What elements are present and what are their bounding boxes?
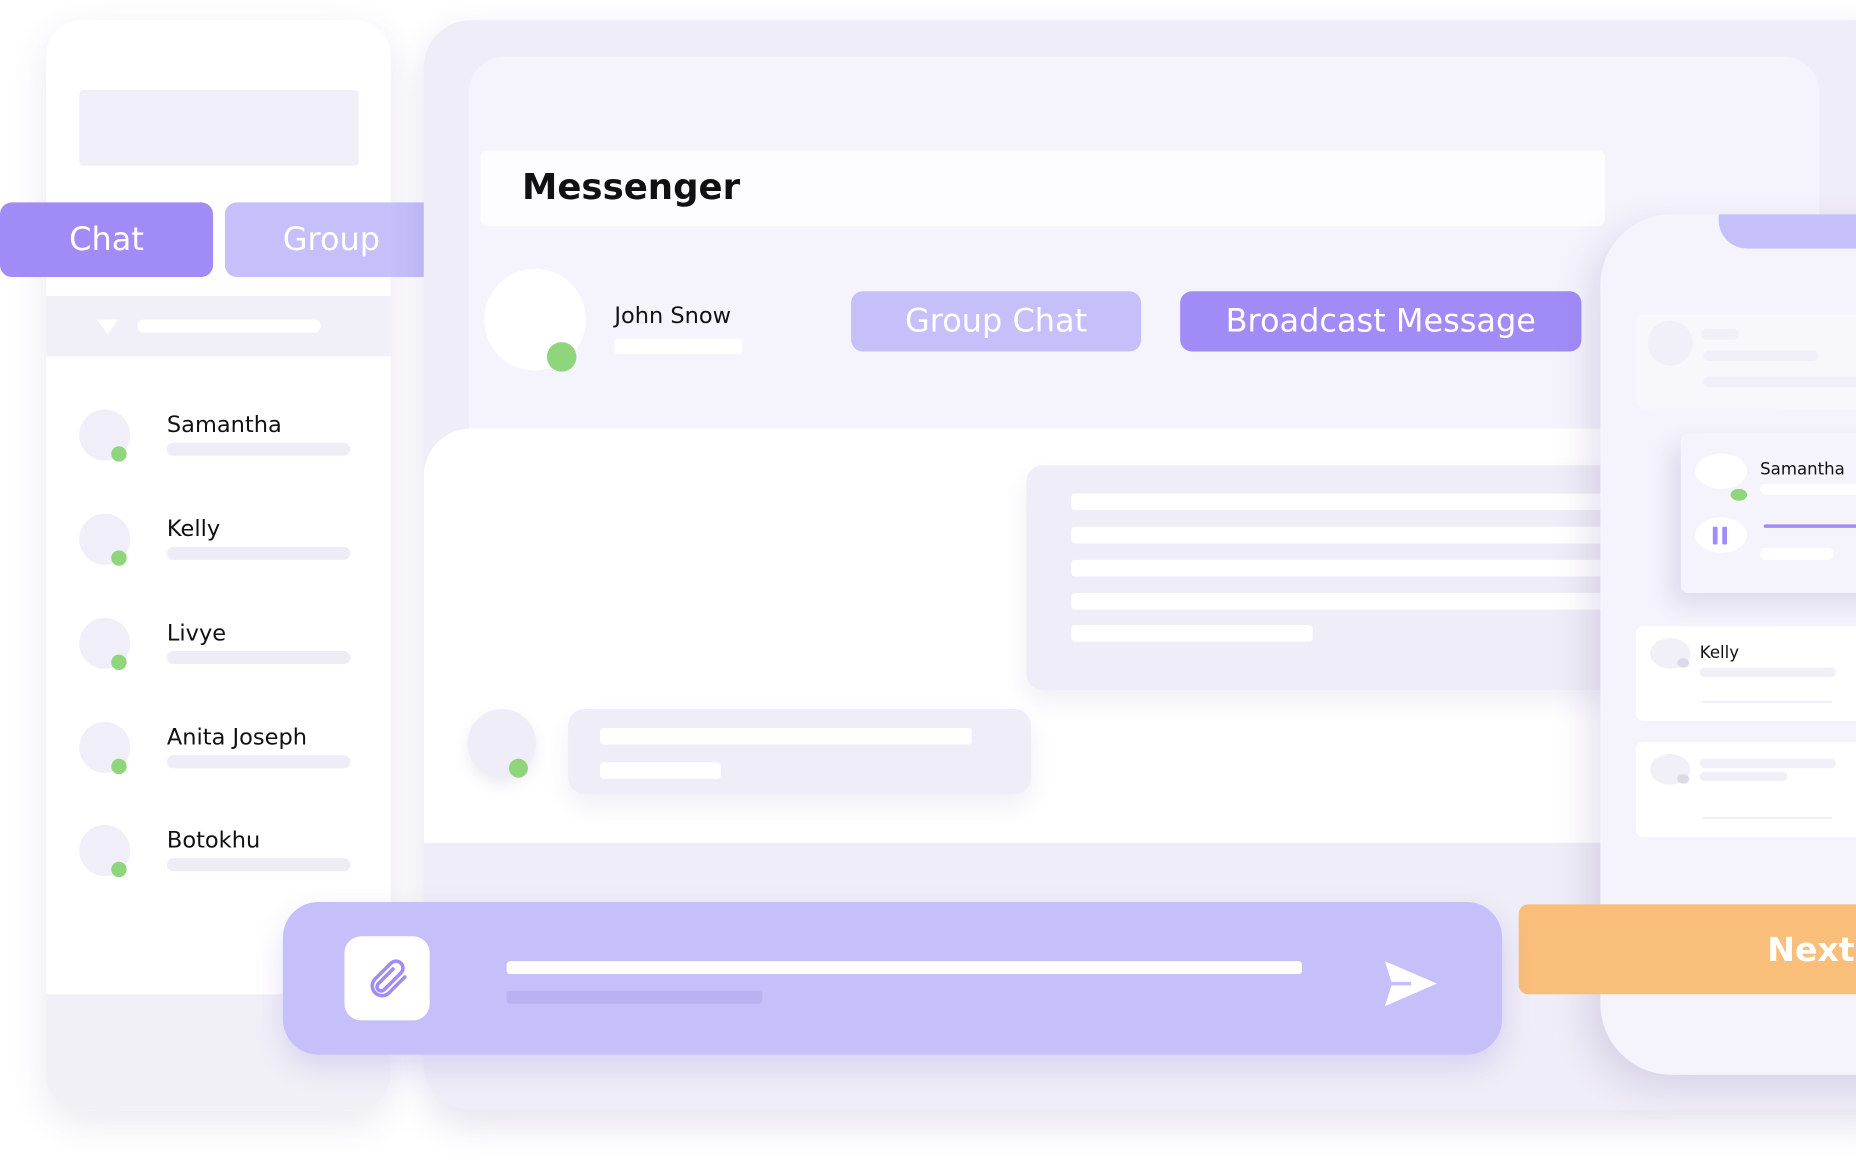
text-placeholder: [1703, 376, 1856, 388]
send-icon[interactable]: [1383, 959, 1440, 1009]
last-message-placeholder: [166, 858, 351, 872]
online-status-dot: [111, 654, 127, 670]
online-status-dot: [111, 446, 127, 462]
last-message-placeholder: [166, 442, 351, 456]
contact-name: Samantha: [166, 411, 282, 438]
contact-list-item[interactable]: Anita Joseph: [71, 713, 367, 784]
sidebar-panel: [46, 20, 391, 1111]
last-message-placeholder: [166, 755, 351, 769]
message-line: [1071, 593, 1616, 610]
contact-name: Kelly: [1699, 643, 1740, 663]
phone-card-placeholder: [1635, 742, 1856, 837]
text-placeholder: [1699, 667, 1836, 678]
avatar: [1695, 453, 1748, 489]
message-line: [600, 762, 721, 779]
contact-list-item[interactable]: Livye: [71, 608, 367, 679]
online-status-dot: [546, 342, 577, 372]
last-message-placeholder: [166, 546, 351, 560]
text-placeholder: [1700, 329, 1739, 340]
contact-name: Anita Joseph: [166, 724, 308, 751]
tab-chat[interactable]: Chat: [0, 202, 214, 277]
profile-name: John Snow: [614, 303, 732, 330]
phone-top-tab: [1718, 214, 1856, 249]
text-placeholder: [1702, 816, 1833, 820]
online-status-dot: [508, 758, 528, 778]
online-status-dot: [111, 550, 127, 566]
message-composer: [282, 901, 1503, 1055]
next-button[interactable]: Next: [1518, 904, 1856, 995]
page-title: Messenger: [522, 166, 741, 209]
contact-name: Samantha: [1760, 460, 1845, 480]
text-placeholder: [1703, 350, 1819, 362]
online-status-dot: [111, 861, 127, 878]
filter-placeholder: [137, 319, 321, 333]
message-input[interactable]: [506, 961, 1303, 975]
text-placeholder: [1699, 771, 1788, 782]
message-bubble-received: [1026, 465, 1642, 691]
pause-button[interactable]: [1695, 517, 1748, 553]
avatar-placeholder: [1647, 320, 1693, 366]
message-line: [1071, 526, 1616, 544]
text-placeholder: [1702, 700, 1833, 704]
online-status-dot: [1730, 488, 1748, 501]
contact-name: Livye: [166, 620, 227, 647]
phone-card-placeholder: [1635, 314, 1856, 409]
input-hint-placeholder: [506, 990, 763, 1004]
last-message-placeholder: [166, 651, 351, 665]
chevron-down-icon: [97, 319, 119, 334]
text-placeholder: [1760, 548, 1834, 560]
message-line: [1071, 624, 1313, 642]
text-placeholder: [1699, 758, 1836, 769]
message-line: [600, 727, 972, 745]
profile-status-placeholder: [614, 338, 743, 354]
contact-list-item[interactable]: Kelly: [71, 504, 367, 575]
broadcast-message-button[interactable]: Broadcast Message: [1180, 291, 1582, 352]
contact-name: Kelly: [166, 516, 221, 543]
contact-list-item[interactable]: Botokhu: [71, 816, 367, 887]
message-bubble-sent: [568, 709, 1032, 795]
online-status-dot: [111, 758, 127, 775]
title-bar: Messenger: [480, 150, 1606, 227]
paperclip-icon: [370, 959, 407, 998]
offline-status-dot: [1677, 658, 1690, 668]
message-line: [1071, 493, 1616, 511]
phone-card-kelly[interactable]: Kelly: [1635, 626, 1856, 721]
voice-message-card-samantha[interactable]: Samantha: [1680, 433, 1856, 594]
attach-button[interactable]: [344, 936, 430, 1021]
sidebar-header-placeholder: [79, 89, 359, 166]
offline-status-dot: [1677, 774, 1690, 784]
audio-progress-bar[interactable]: [1763, 524, 1856, 528]
group-chat-button[interactable]: Group Chat: [851, 291, 1142, 352]
message-line: [1071, 559, 1616, 577]
next-label: Next: [1767, 930, 1855, 970]
contact-name: Botokhu: [166, 827, 261, 854]
sidebar-filter-dropdown[interactable]: [46, 295, 391, 357]
tab-group[interactable]: Group: [224, 202, 438, 277]
text-placeholder: [1760, 484, 1856, 495]
contact-list-item[interactable]: Samantha: [71, 400, 367, 471]
pause-icon: [1712, 526, 1718, 545]
